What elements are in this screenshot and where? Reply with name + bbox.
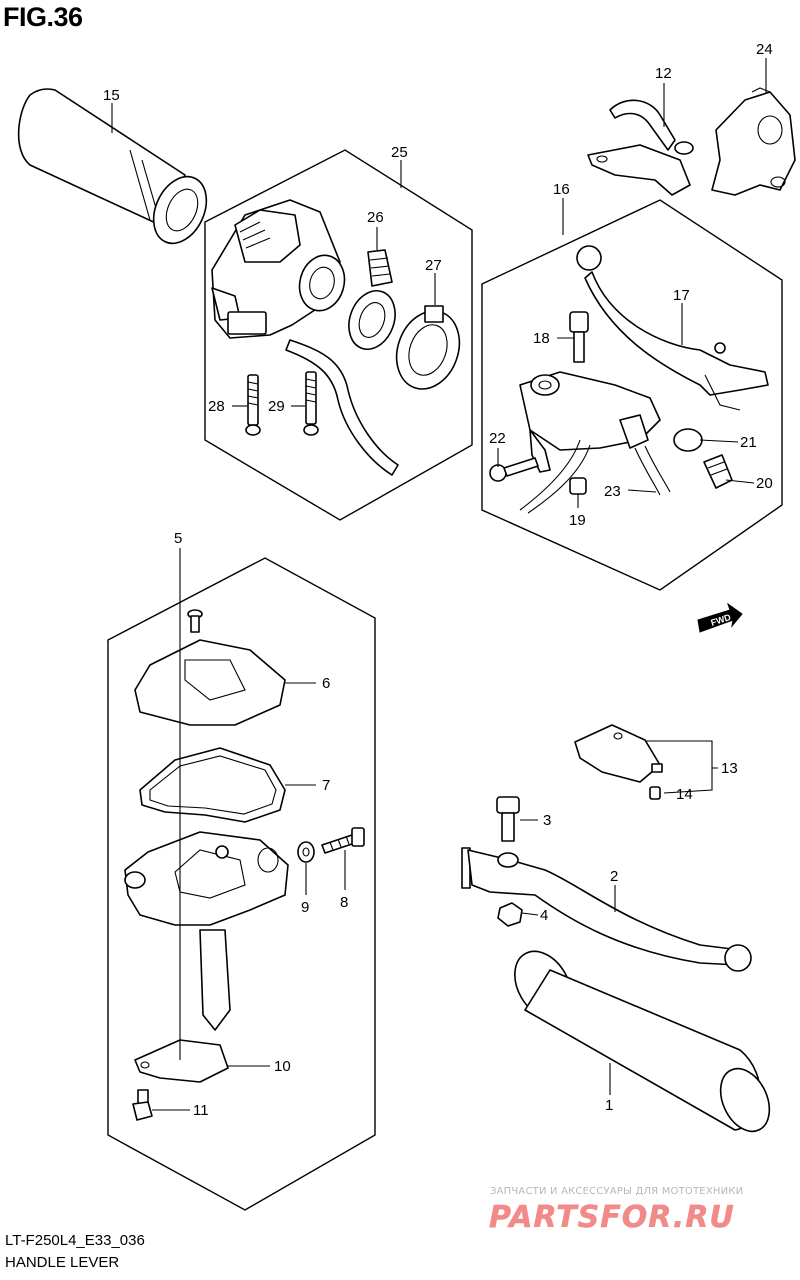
callout-25: 25 — [391, 144, 408, 161]
hose-23 — [619, 414, 671, 496]
stop-switch-13 — [574, 724, 663, 783]
watermark-subtitle: ЗАПЧАСТИ И АКСЕССУАРЫ ДЛЯ МОТОТЕХНИКИ — [490, 1186, 744, 1197]
screw-top — [187, 609, 203, 633]
bolt-18 — [569, 311, 589, 363]
screw-14 — [649, 786, 661, 800]
callout-3: 3 — [543, 812, 551, 829]
callout-16: 16 — [553, 181, 570, 198]
nut-4 — [497, 902, 523, 927]
callout-4: 4 — [540, 907, 548, 924]
callout-21: 21 — [740, 434, 757, 451]
callout-11: 11 — [193, 1102, 209, 1119]
nut-19 — [569, 477, 587, 495]
housing-24 — [711, 87, 796, 196]
watermark-logo-text: PARTSFOR.RU — [489, 1200, 735, 1235]
boot-21 — [673, 428, 703, 452]
callout-9: 9 — [301, 899, 309, 916]
collar-27 — [395, 305, 461, 390]
group-box-25 — [204, 149, 473, 521]
group-box-16 — [481, 199, 783, 591]
figure-model-code: LT-F250L4_E33_036 — [5, 1232, 145, 1249]
callout-13: 13 — [721, 760, 738, 777]
callout-1: 1 — [605, 1097, 613, 1114]
group-box-5 — [107, 557, 376, 1211]
lever-2 — [461, 847, 752, 972]
callout-10: 10 — [274, 1058, 291, 1075]
bolt-3 — [496, 796, 520, 842]
callout-18: 18 — [533, 330, 550, 347]
cover-6 — [134, 639, 286, 726]
lever-17 — [576, 245, 769, 411]
bolt-11 — [132, 1089, 153, 1121]
screw-22 — [489, 457, 539, 482]
callout-2: 2 — [610, 868, 618, 885]
callout-28: 28 — [208, 398, 225, 415]
callout-19: 19 — [569, 512, 586, 529]
grip-right-1 — [514, 950, 771, 1133]
callout-23: 23 — [604, 483, 621, 500]
bolt-8 — [321, 827, 365, 854]
fwd-direction-badge: FWD — [697, 602, 743, 633]
leader-lines — [111, 58, 767, 1111]
callout-26: 26 — [367, 209, 384, 226]
callout-8: 8 — [340, 894, 348, 911]
callout-15: 15 — [103, 87, 120, 104]
callout-12: 12 — [655, 65, 672, 82]
callout-17: 17 — [673, 287, 690, 304]
callout-labels: 15 25 26 27 28 29 12 24 16 17 18 22 19 2… — [103, 41, 773, 1119]
screw-28 — [245, 374, 261, 436]
figure-name: HANDLE LEVER — [5, 1254, 120, 1271]
callout-7: 7 — [322, 777, 330, 794]
callout-29: 29 — [268, 398, 285, 415]
switch-assembly-25 — [211, 199, 399, 476]
washer-9 — [297, 841, 315, 863]
bracket-12 — [587, 99, 694, 196]
screw-20 — [703, 454, 733, 489]
callout-24: 24 — [756, 41, 773, 58]
grip-left-15 — [17, 88, 208, 245]
callout-20: 20 — [756, 475, 773, 492]
callout-22: 22 — [489, 430, 506, 447]
switch-knob-26 — [348, 249, 396, 350]
fwd-label: FWD — [710, 612, 733, 628]
callout-27: 27 — [425, 257, 442, 274]
gasket-7 — [139, 747, 286, 823]
screw-29 — [303, 371, 319, 436]
cover-10 — [134, 1039, 229, 1083]
callout-6: 6 — [322, 675, 330, 692]
figure-title: FIG.36 — [3, 2, 83, 32]
callout-5: 5 — [174, 530, 182, 547]
callout-14: 14 — [676, 786, 693, 803]
watermark-logo: PARTSFOR.RU — [489, 1200, 735, 1235]
housing-body — [124, 831, 289, 1031]
